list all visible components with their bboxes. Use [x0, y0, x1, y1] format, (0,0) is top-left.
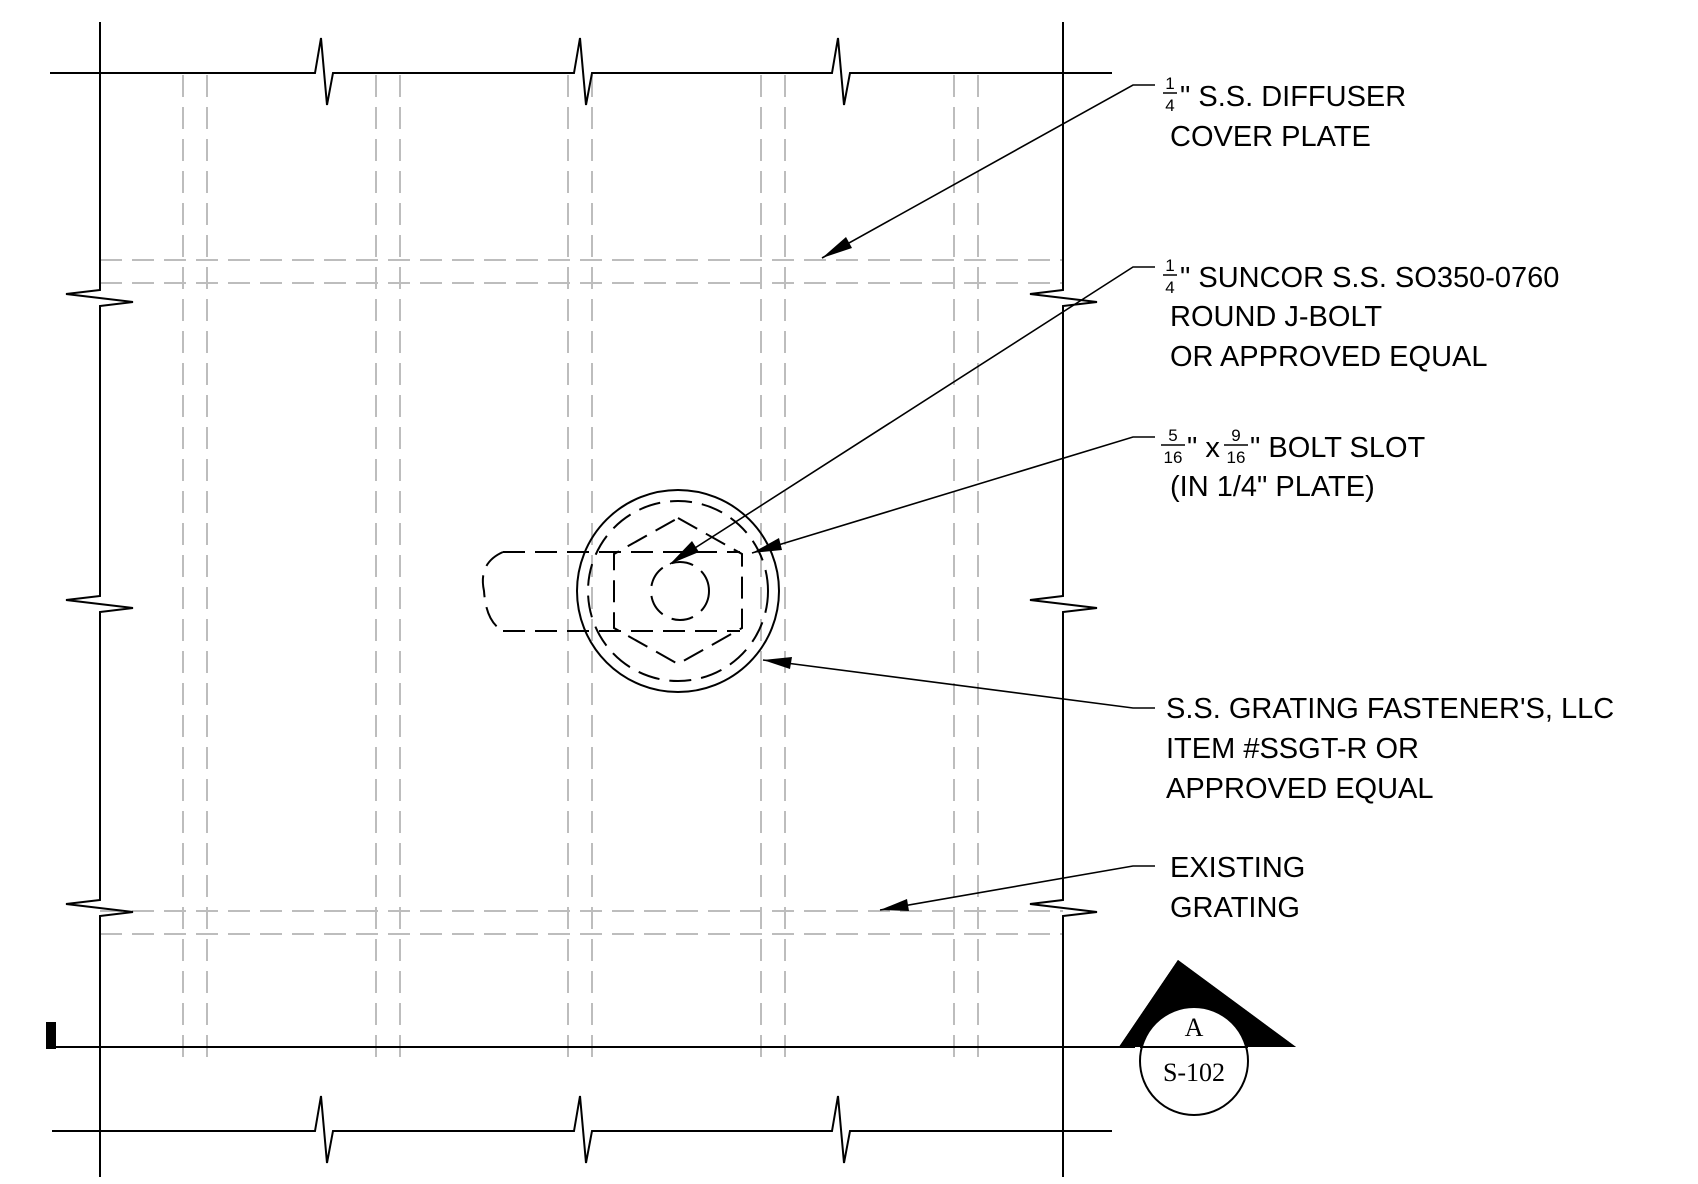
svg-text:4: 4 [1165, 278, 1174, 297]
grating-bars-vertical [182, 75, 979, 1062]
svg-text:S.S. GRATING FASTENER'S, LLC: S.S. GRATING FASTENER'S, LLC [1166, 693, 1614, 725]
callout-existing-grating: EXISTING GRATING [1170, 852, 1305, 924]
fastener-outer-ring [576, 489, 780, 693]
svg-text:" S.S. DIFFUSER: " S.S. DIFFUSER [1180, 81, 1406, 113]
section-tag-circle [1139, 1006, 1249, 1116]
svg-text:EXISTING: EXISTING [1170, 852, 1305, 884]
section-tag: A S-102 [1119, 960, 1296, 1116]
leader-lines [669, 84, 1155, 911]
hex-nut [613, 516, 743, 666]
svg-text:OR APPROVED EQUAL: OR APPROVED EQUAL [1170, 341, 1488, 373]
svg-text:COVER PLATE: COVER PLATE [1170, 121, 1371, 153]
svg-text:APPROVED EQUAL: APPROVED EQUAL [1166, 773, 1434, 805]
svg-text:ITEM #SSGT-R OR: ITEM #SSGT-R OR [1166, 733, 1419, 765]
top-break-line [50, 37, 1112, 106]
svg-text:5: 5 [1168, 426, 1177, 445]
svg-text:ROUND J-BOLT: ROUND J-BOLT [1170, 301, 1382, 333]
svg-text:" BOLT SLOT: " BOLT SLOT [1250, 432, 1426, 464]
section-cut-end-mark [46, 1022, 56, 1049]
callout-j-bolt: 1 4 " SUNCOR S.S. SO350-0760 ROUND J-BOL… [1163, 256, 1559, 373]
right-break-edge [1029, 22, 1098, 1177]
svg-text:1: 1 [1165, 256, 1174, 275]
section-tag-sheet: S-102 [1163, 1058, 1225, 1087]
left-break-edge [65, 22, 134, 1177]
j-bolt-assembly [481, 489, 780, 693]
svg-text:GRATING: GRATING [1170, 892, 1300, 924]
svg-text:4: 4 [1165, 96, 1174, 115]
grating-bars-horizontal [100, 259, 1063, 935]
svg-text:" SUNCOR S.S. SO350-0760: " SUNCOR S.S. SO350-0760 [1180, 262, 1559, 294]
bolt-slot-circle [650, 561, 710, 621]
svg-text:16: 16 [1227, 448, 1246, 467]
svg-text:(IN 1/4" PLATE): (IN 1/4" PLATE) [1170, 471, 1375, 503]
fastener-dashed-ring [587, 500, 769, 682]
svg-text:16: 16 [1164, 448, 1183, 467]
svg-text:9: 9 [1231, 426, 1240, 445]
svg-text:" x: " x [1187, 432, 1228, 464]
j-bolt-hook-end [481, 551, 504, 632]
callout-fastener: S.S. GRATING FASTENER'S, LLC ITEM #SSGT-… [1166, 693, 1614, 805]
callout-cover-plate: 1 4 " S.S. DIFFUSER COVER PLATE [1163, 74, 1406, 153]
section-tag-letter: A [1185, 1013, 1204, 1042]
bottom-break-line [52, 1095, 1112, 1164]
callout-bolt-slot: 5 16 " x 9 16 " BOLT SLOT (IN 1/4" PLATE… [1161, 426, 1426, 503]
svg-text:1: 1 [1165, 74, 1174, 93]
